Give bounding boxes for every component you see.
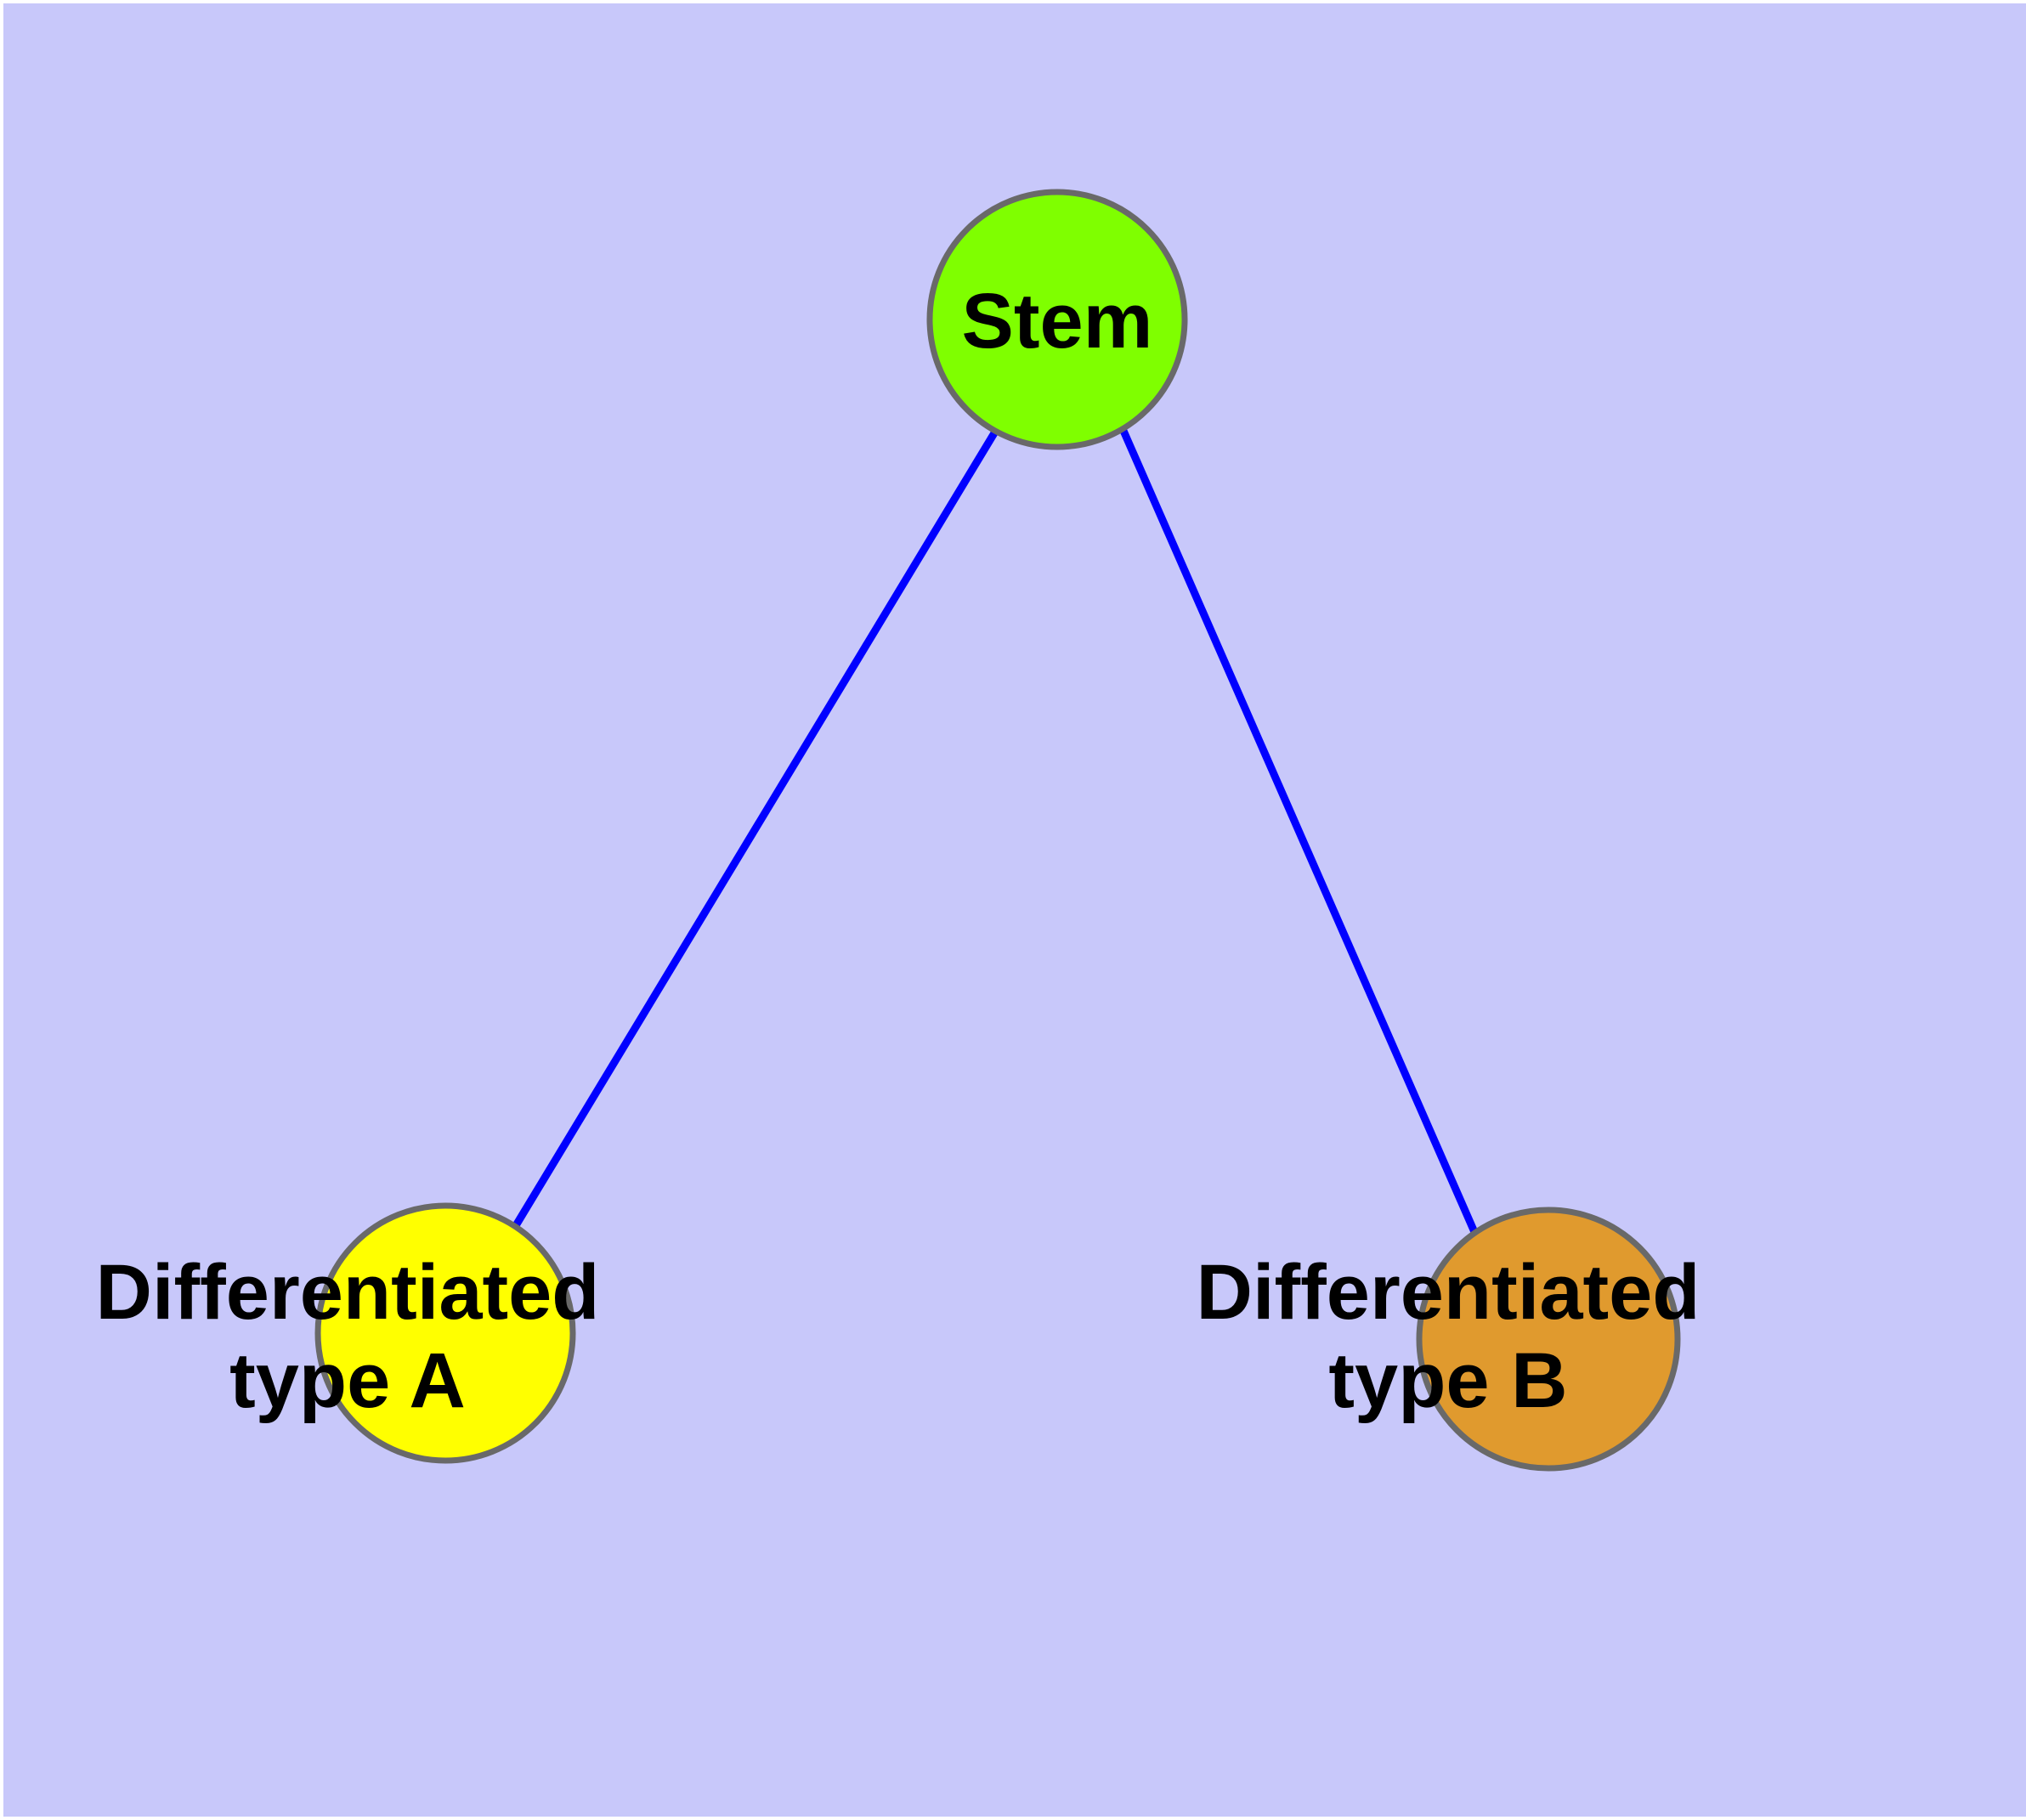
node-differentiated-type-a[interactable] xyxy=(314,1202,576,1464)
node-stem[interactable] xyxy=(926,189,1188,450)
node-label-line: type A xyxy=(229,1337,466,1424)
edge-stem-to-differentiated-type-a[interactable] xyxy=(512,429,999,1229)
node-layer xyxy=(314,189,1681,1472)
node-differentiated-type-b[interactable] xyxy=(1416,1207,1681,1472)
node-label-stem: Stem xyxy=(962,278,1153,365)
edge-stem-to-differentiated-type-b[interactable] xyxy=(1119,429,1479,1234)
edge-layer xyxy=(512,429,1479,1234)
node-label-line: Differentiated xyxy=(96,1249,600,1336)
node-label-line: Stem xyxy=(962,278,1153,365)
node-label-line: type B xyxy=(1328,1337,1567,1424)
node-label-line: Differentiated xyxy=(1197,1249,1701,1336)
